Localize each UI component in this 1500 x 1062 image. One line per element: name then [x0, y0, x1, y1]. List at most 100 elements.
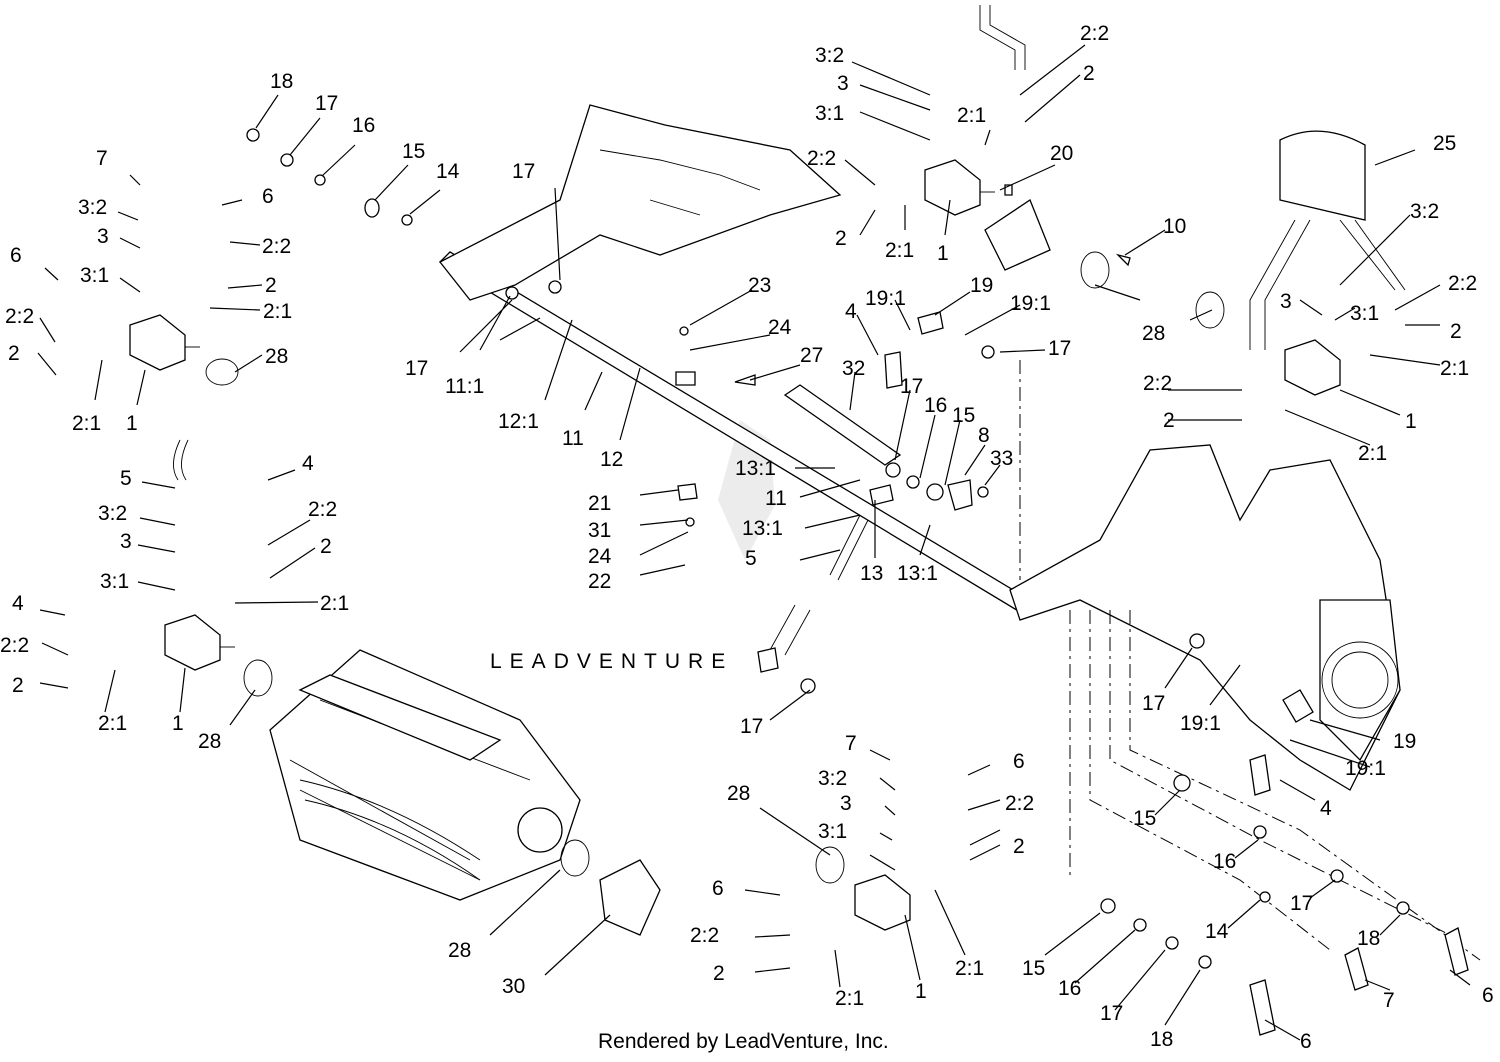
callout-label: 2:2	[0, 634, 29, 657]
callout-label: 16	[1058, 977, 1081, 1000]
callout-label: 2:1	[1440, 357, 1469, 380]
callout-label: 2	[320, 535, 332, 558]
callout-label: 3:1	[815, 102, 844, 125]
callout-label: 11	[562, 427, 584, 450]
callout-label: 3:2	[1410, 200, 1439, 223]
watermark-text: LEADVENTURE	[490, 650, 733, 673]
callout-label: 12	[600, 448, 623, 471]
callout-label: 17	[1100, 1002, 1123, 1025]
callout-label: 17	[1142, 692, 1165, 715]
callout-label: 1	[1405, 410, 1417, 433]
callout-label: 2:1	[263, 300, 292, 323]
callout-label: 16	[1213, 850, 1236, 873]
callout-label: 2:2	[1080, 22, 1109, 45]
oring-28-ml	[243, 659, 273, 697]
callout-label: 21	[588, 492, 611, 515]
oring-28-reel	[560, 839, 590, 877]
callout-label: 2	[265, 274, 277, 297]
callout-label: 3	[97, 225, 109, 248]
callout-label: 2	[713, 962, 725, 985]
callout-label: 2:2	[807, 147, 836, 170]
callout-label: 3:2	[815, 44, 844, 67]
callout-label: 19	[970, 274, 993, 297]
callout-label: 33	[990, 447, 1013, 470]
leader-lines	[37, 44, 1471, 1041]
callout-label: 2:1	[885, 239, 914, 262]
callout-label: 31	[588, 519, 611, 542]
callout-label: 17	[315, 92, 338, 115]
callout-label: 6	[262, 185, 274, 208]
callout-label: 18	[1357, 927, 1380, 950]
callout-label: 23	[748, 274, 771, 297]
oring-28-top	[1080, 251, 1110, 289]
callout-label: 2	[1083, 62, 1095, 85]
callout-label: 17	[900, 375, 923, 398]
callout-label: 14	[436, 160, 460, 183]
adapter-plate	[984, 199, 1051, 271]
callout-label: 1	[915, 980, 927, 1003]
callout-label: 1	[172, 712, 184, 735]
oring-28-ul	[205, 358, 239, 386]
callout-label: 4	[1320, 797, 1332, 820]
callout-label: 5	[120, 467, 132, 490]
callout-label: 4	[845, 300, 857, 323]
callout-label: 2	[1013, 835, 1025, 858]
callout-label: 17	[1290, 892, 1313, 915]
callout-label: 6	[1300, 1030, 1312, 1053]
callout-label: 3:2	[78, 196, 107, 219]
callout-label: 18	[1150, 1028, 1173, 1051]
callout-label: 24	[588, 545, 612, 568]
callout-label: 17	[740, 715, 763, 738]
callout-label: 11:1	[445, 375, 484, 398]
callout-label: 6	[712, 877, 724, 900]
callout-label: 19:1	[1180, 712, 1221, 735]
frame-assembly	[173, 5, 1406, 791]
callout-label: 3:1	[818, 820, 847, 843]
callout-label: 28	[448, 939, 471, 962]
motor-mid-left	[164, 614, 235, 671]
callout-label: 12:1	[498, 410, 539, 433]
callout-label: 3	[837, 72, 849, 95]
mount-rail	[783, 384, 902, 466]
callout-label: 2:2	[1448, 272, 1477, 295]
callout-label: 19:1	[865, 287, 906, 310]
callout-label: 3	[840, 792, 852, 815]
callout-label: 13	[860, 562, 883, 585]
callout-label: 4	[302, 452, 314, 475]
callout-label: 25	[1433, 132, 1456, 155]
callout-label: 2	[12, 674, 24, 697]
callout-label: 15	[1022, 957, 1045, 980]
callout-label: 27	[800, 344, 823, 367]
left-bracket	[439, 104, 842, 301]
callout-label: 3:1	[80, 264, 109, 287]
callout-label: 2:1	[72, 412, 101, 435]
callout-label: 15	[952, 404, 975, 427]
callout-label: 30	[502, 975, 525, 998]
callout-label: 2:2	[5, 305, 34, 328]
callout-label: 3	[120, 530, 132, 553]
callout-label: 2	[1450, 320, 1462, 343]
callout-label: 11	[765, 487, 787, 510]
callout-label: 2:1	[1358, 442, 1387, 465]
callout-label: 32	[842, 357, 865, 380]
callout-label: 28	[198, 730, 221, 753]
callout-label: 2:2	[1005, 792, 1034, 815]
motor-bottom	[854, 874, 911, 931]
motor-top-center	[924, 159, 995, 216]
callout-label: 5	[745, 547, 757, 570]
callout-label: 13:1	[742, 517, 783, 540]
callout-label: 3:2	[818, 767, 847, 790]
callout-label: 2:2	[262, 235, 291, 258]
callout-label: 15	[1133, 807, 1156, 830]
callout-label: 19	[1393, 730, 1416, 753]
callout-label: 2:2	[690, 924, 719, 947]
callout-label: 7	[1383, 989, 1395, 1012]
callout-label: 22	[588, 570, 611, 593]
motor-upper-left	[129, 314, 200, 371]
callout-label: 14	[1205, 920, 1229, 943]
callout-label: 2	[835, 227, 847, 250]
callout-label: 3:2	[98, 502, 127, 525]
oring-28-bottom	[815, 846, 845, 884]
watermark: LEADVENTURE	[490, 420, 775, 673]
